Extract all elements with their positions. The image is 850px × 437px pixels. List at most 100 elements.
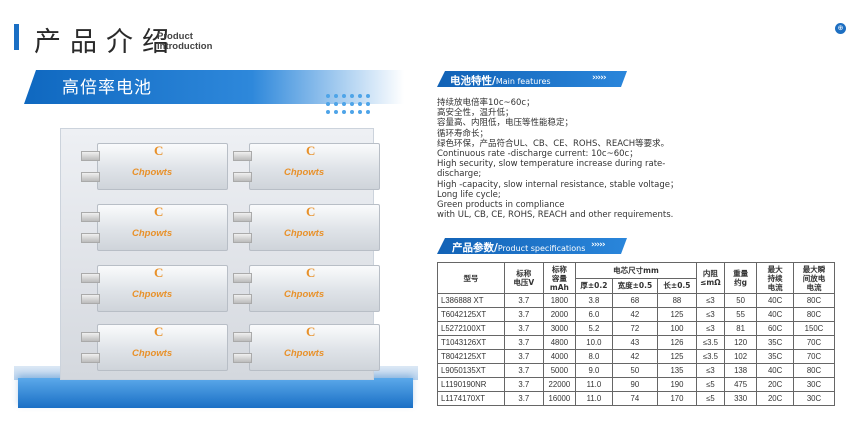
specs-heading-en: Product specifications (497, 244, 586, 253)
battery-cell-image: C Chpowts (233, 204, 380, 251)
cell-resistance: ≤3.5 (695, 349, 725, 364)
brand-mark-icon: C (154, 143, 164, 158)
page-subtitle: Product Introduction (157, 32, 212, 52)
cell-capacity: 1800 (542, 293, 577, 308)
cell-voltage: 3.7 (503, 363, 544, 378)
cell-resistance: ≤5 (695, 377, 725, 392)
cell-voltage: 3.7 (503, 293, 544, 308)
cell-burst-current: 30C (792, 377, 836, 392)
cell-weight: 120 (723, 335, 758, 350)
brand-mark-icon: C (154, 324, 164, 339)
cell-thickness: 5.2 (575, 321, 613, 336)
features-heading-en: Main features (495, 77, 551, 86)
cell-resistance: ≤3.5 (695, 335, 725, 350)
brand-logo: Chpowts (284, 228, 325, 239)
cell-width: 68 (611, 293, 659, 308)
brand-logo: Chpowts (132, 289, 173, 300)
feature-line: 持续放电倍率10c~60c； (437, 98, 535, 108)
cell-model: T6042125XT (437, 307, 505, 322)
cell-length: 88 (657, 293, 697, 308)
cell-resistance: ≤3 (695, 307, 725, 322)
display-pedestal (18, 378, 413, 408)
cell-width: 42 (611, 349, 659, 364)
feature-line: with UL, CB, CE, ROHS, REACH and other r… (437, 210, 674, 221)
feature-line: Long life cycle; (437, 189, 501, 200)
product-title: 高倍率电池 (62, 78, 152, 98)
cell-capacity: 16000 (542, 391, 577, 406)
cell-voltage: 3.7 (503, 335, 544, 350)
brand-logo: Chpowts (132, 228, 173, 239)
cell-continuous-current: 35C (756, 349, 794, 364)
cell-thickness: 8.0 (575, 349, 613, 364)
cell-continuous-current: 20C (756, 391, 794, 406)
col-header-length: 长±0.5 (657, 277, 697, 294)
col-header-capacity: 标称 容量 mAh (542, 262, 577, 294)
features-banner (437, 71, 627, 87)
feature-line: Green products in compliance (437, 200, 565, 211)
features-heading: 电池特性/Main features (450, 73, 551, 88)
battery-cell-image: C Chpowts (81, 143, 228, 190)
cell-length: 100 (657, 321, 697, 336)
battery-cell-image: C Chpowts (233, 324, 380, 371)
battery-cell-image: C Chpowts (81, 204, 228, 251)
cell-weight: 81 (723, 321, 758, 336)
cell-burst-current: 80C (792, 293, 836, 308)
cell-capacity: 4000 (542, 349, 577, 364)
product-title-banner (24, 70, 404, 104)
cell-weight: 55 (723, 307, 758, 322)
cell-length: 135 (657, 363, 697, 378)
col-header-burst-current: 最大瞬 间放电 电流 (792, 262, 836, 294)
features-heading-cn: 电池特性/ (450, 75, 496, 87)
table-row: L9050135XT 3.7 5000 9.0 50 135 ≤3 138 40… (437, 363, 836, 378)
cell-weight: 50 (723, 293, 758, 308)
cell-capacity: 3000 (542, 321, 577, 336)
page-subtitle-line1: Product (157, 31, 193, 42)
col-header-weight: 重量 约g (723, 262, 758, 294)
cell-voltage: 3.7 (503, 391, 544, 406)
brand-mark-icon: C (154, 204, 164, 219)
cell-capacity: 5000 (542, 363, 577, 378)
battery-cell-image: C Chpowts (233, 265, 380, 312)
specs-banner (437, 238, 627, 254)
brand-logo: Chpowts (284, 167, 325, 178)
cell-model: L9050135XT (437, 363, 505, 378)
cell-burst-current: 70C (792, 349, 836, 364)
specs-heading: 产品参数/Product specifications (452, 240, 585, 255)
cell-length: 125 (657, 307, 697, 322)
cell-model: T8042125XT (437, 349, 505, 364)
feature-line: 高安全性，温升低； (437, 108, 514, 119)
cell-width: 90 (611, 377, 659, 392)
col-header-width: 宽度±0.5 (611, 277, 659, 294)
cell-model: L386888 XT (437, 293, 505, 308)
cell-width: 74 (611, 391, 659, 406)
cell-width: 50 (611, 363, 659, 378)
brand-logo: Chpowts (284, 348, 325, 359)
col-header-model: 型号 (437, 262, 505, 294)
cell-length: 125 (657, 349, 697, 364)
feature-line: High -capacity, slow internal resistance… (437, 179, 679, 190)
cell-voltage: 3.7 (503, 349, 544, 364)
cell-continuous-current: 20C (756, 377, 794, 392)
table-row: L5272100XT 3.7 3000 5.2 72 100 ≤3 81 60C… (437, 321, 836, 336)
cell-capacity: 2000 (542, 307, 577, 322)
cell-resistance: ≤3 (695, 321, 725, 336)
cell-capacity: 4800 (542, 335, 577, 350)
feature-line: Continuous rate -discharge current: 10c~… (437, 149, 638, 160)
cell-model: L1190190NR (437, 377, 505, 392)
features-arrows-icon: ››››› (592, 73, 607, 83)
table-row: L1190190NR 3.7 22000 11.0 90 190 ≤5 475 … (437, 377, 836, 392)
col-header-voltage: 标称 电压V (503, 262, 544, 294)
decorative-dots-icon (326, 94, 374, 118)
battery-cell-image: C Chpowts (81, 324, 228, 371)
feature-line: High security, slow temperature increase… (437, 159, 666, 170)
table-row: T6042125XT 3.7 2000 6.0 42 125 ≤3 55 40C… (437, 307, 836, 322)
cell-thickness: 9.0 (575, 363, 613, 378)
cell-continuous-current: 40C (756, 307, 794, 322)
feature-line: discharge; (437, 169, 482, 180)
cell-model: L1174170XT (437, 391, 505, 406)
cell-length: 170 (657, 391, 697, 406)
cell-weight: 330 (723, 391, 758, 406)
cell-weight: 475 (723, 377, 758, 392)
cell-width: 72 (611, 321, 659, 336)
cell-length: 126 (657, 335, 697, 350)
